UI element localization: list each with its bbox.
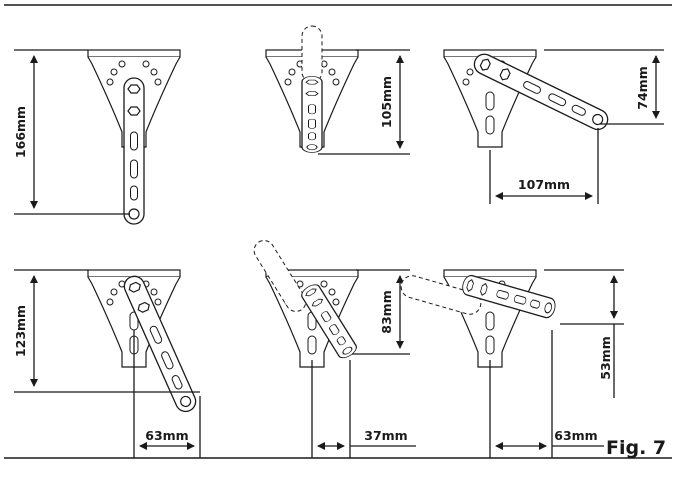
- view-f: 53mm 63mm: [400, 269, 624, 458]
- dim-e-vertical: 83mm: [379, 290, 394, 333]
- dim-c-horizontal: 107mm: [518, 177, 570, 192]
- view-e: 83mm 37mm: [253, 240, 416, 458]
- view-b: 105mm: [265, 25, 410, 155]
- dim-d-horizontal: 63mm: [145, 428, 188, 443]
- figure-caption: Fig. 7: [606, 437, 666, 459]
- view-d: 123mm 63mm: [13, 269, 201, 458]
- view-a: 166mm: [13, 49, 181, 225]
- dim-e-horizontal: 37mm: [364, 428, 407, 443]
- view-c: 74mm 107mm: [443, 49, 664, 204]
- dim-d-vertical: 123mm: [13, 305, 28, 357]
- dim-c-vertical: 74mm: [635, 66, 650, 109]
- dim-f-vertical: 53mm: [598, 336, 613, 379]
- dim-b-vertical: 105mm: [379, 76, 394, 128]
- dim-a-vertical: 166mm: [13, 106, 28, 158]
- dim-f-horizontal: 63mm: [554, 428, 597, 443]
